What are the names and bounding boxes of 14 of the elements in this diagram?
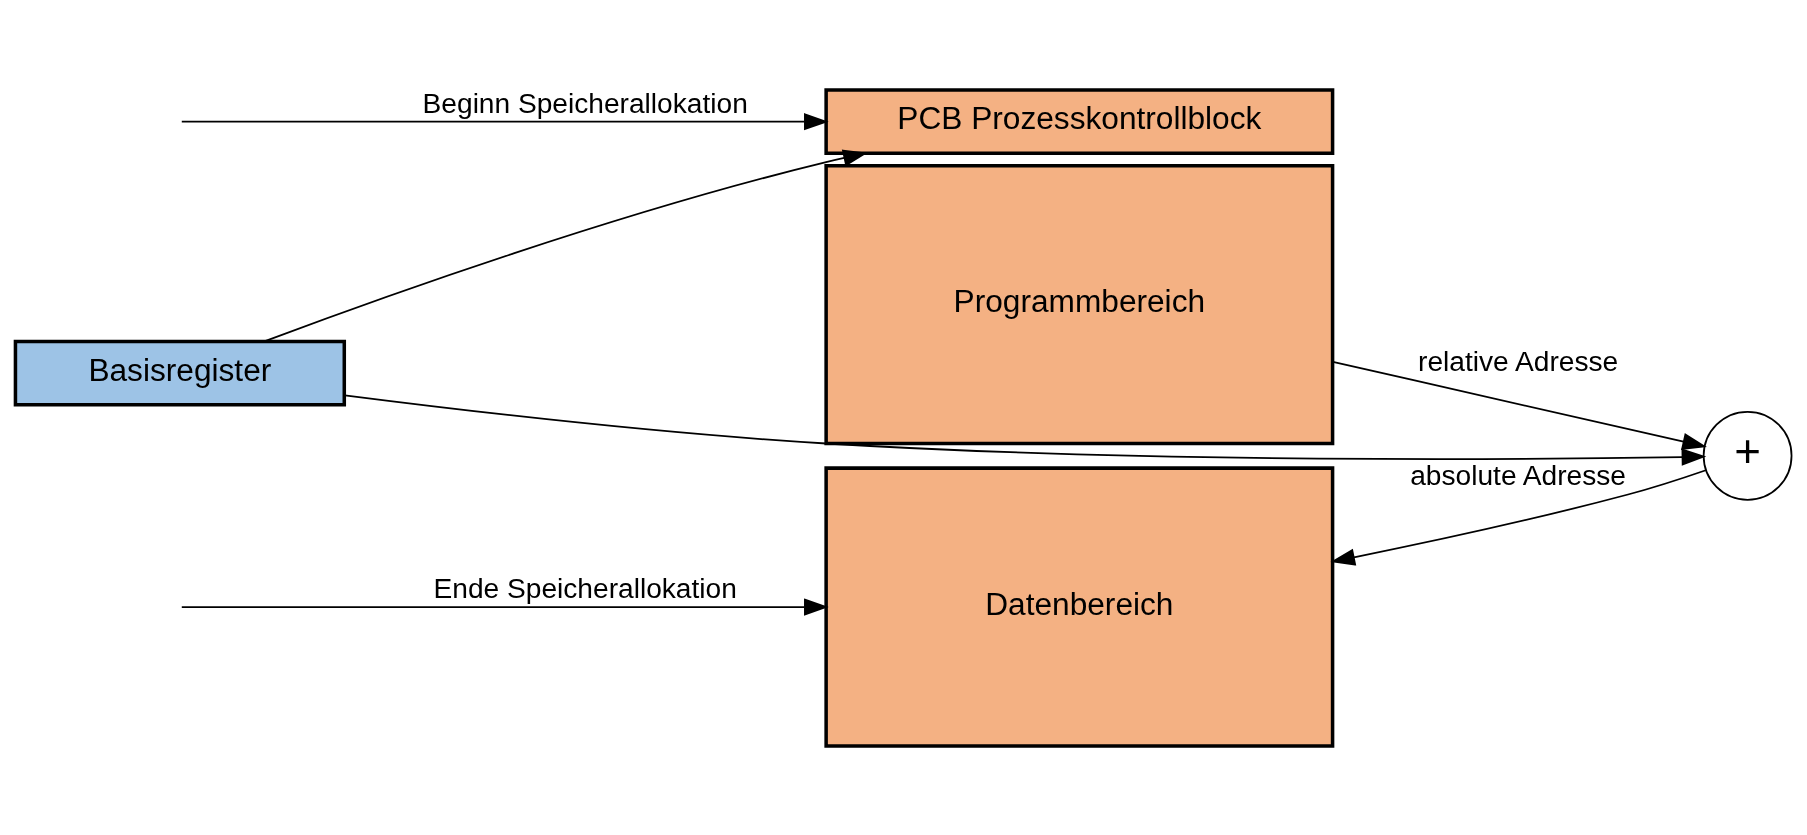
node-circle: + (1702, 410, 1793, 501)
edge-label: absolute Adresse (1410, 459, 1626, 491)
arrow (180, 112, 829, 130)
edge-label: Ende Speicherallokation (433, 572, 737, 604)
node-box: Basisregister (13, 339, 347, 407)
node-box: Programmbereich (824, 163, 1335, 445)
edge-label: Beginn Speicherallokation (422, 87, 748, 119)
node-box: Datenbereich (824, 465, 1335, 748)
arrow (1330, 468, 1707, 566)
arrow (343, 393, 1707, 466)
node-box: PCB Prozesskontrollblock (824, 87, 1335, 155)
arrow (1332, 360, 1707, 450)
edge-label: relative Adresse (1418, 345, 1619, 377)
arrow (180, 597, 829, 616)
